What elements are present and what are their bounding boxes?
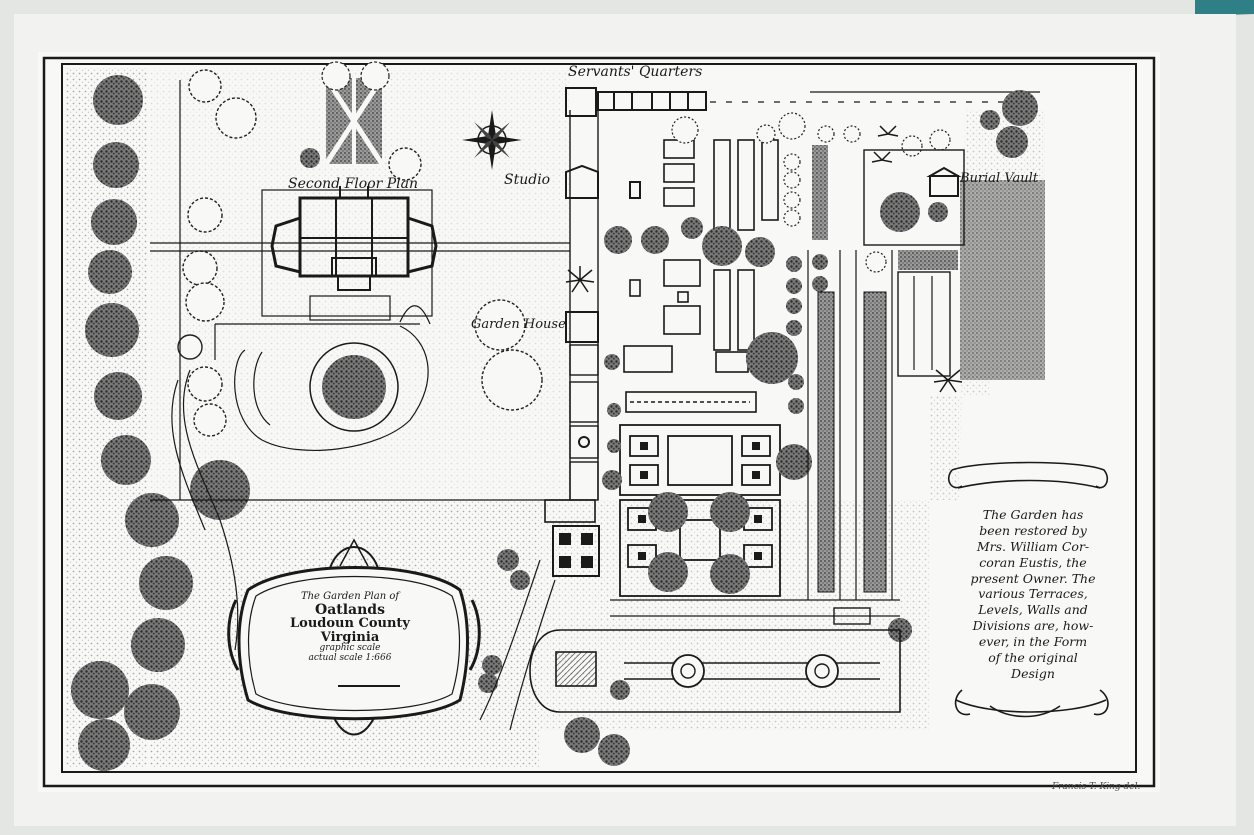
cartouche-line: Oatlands bbox=[315, 601, 385, 618]
round-lawn bbox=[309, 342, 399, 432]
north-fence bbox=[710, 91, 1040, 103]
note-line: Mrs. William Cor- bbox=[976, 538, 1090, 554]
cartouche-line: The Garden Plan of bbox=[300, 591, 400, 602]
cartouche-line: graphic scale bbox=[319, 643, 381, 654]
lower-parterre bbox=[619, 424, 781, 597]
servants-quarters-building bbox=[565, 87, 707, 117]
note-line: of the original bbox=[988, 649, 1078, 665]
restoration-note: The Garden has been restored by Mrs. Wil… bbox=[958, 507, 1108, 682]
label-second-floor-plan: Second Floor Plan bbox=[288, 176, 419, 192]
inner-frame bbox=[61, 63, 1137, 773]
dark-tree bbox=[190, 460, 250, 520]
cartouche-line: actual scale 1:666 bbox=[308, 652, 392, 663]
note-line: The Garden has bbox=[982, 507, 1084, 522]
note-line: various Terraces, bbox=[978, 586, 1088, 602]
round-tree bbox=[322, 355, 386, 419]
cartouche-line: Virginia bbox=[320, 629, 380, 645]
palm-icons bbox=[565, 125, 963, 393]
note-line: Divisions are, how- bbox=[972, 618, 1094, 634]
compass-rose bbox=[462, 110, 522, 170]
note-line: ever, in the Form bbox=[978, 634, 1088, 649]
note-scroll bbox=[947, 461, 1109, 718]
garden-trees bbox=[478, 90, 1038, 766]
upper-outline-trees bbox=[671, 112, 951, 273]
upper-garden-beds bbox=[623, 139, 779, 413]
outer-frame bbox=[42, 56, 1156, 788]
label-servants-quarters: Servants' Quarters bbox=[568, 64, 703, 80]
lawn-paths bbox=[150, 80, 570, 651]
tree-row-left bbox=[71, 75, 193, 771]
label-studio: Studio bbox=[504, 172, 551, 188]
terrace-walls bbox=[544, 110, 600, 577]
note-line: Design bbox=[1011, 665, 1055, 681]
note-line: Levels, Walls and bbox=[978, 602, 1088, 618]
dark-lawn bbox=[960, 180, 1045, 380]
tree-column-small bbox=[786, 254, 828, 414]
dark-square-beds bbox=[559, 533, 593, 568]
north-parterre bbox=[300, 61, 390, 168]
note-line: present Owner. The bbox=[970, 570, 1096, 586]
long-hedges bbox=[807, 145, 965, 600]
label-garden-house: Garden House bbox=[471, 317, 566, 332]
south-terrace bbox=[479, 559, 901, 731]
cartouche-title: The Garden Plan of Oatlands Loudoun Coun… bbox=[258, 591, 442, 663]
note-line: been restored by bbox=[979, 522, 1087, 538]
note-line: coran Eustis, the bbox=[979, 554, 1087, 570]
outline-trees bbox=[182, 69, 543, 437]
label-burial-vault: Burial Vault bbox=[960, 171, 1039, 186]
parterre-dots bbox=[638, 442, 762, 560]
title-cartouche bbox=[227, 538, 481, 736]
cartouche-line: Loudoun County bbox=[290, 616, 410, 632]
draughtsman-signature: Francis T. King del. bbox=[1052, 782, 1141, 792]
house-plan bbox=[150, 186, 570, 321]
teal-corner bbox=[1195, 0, 1254, 16]
